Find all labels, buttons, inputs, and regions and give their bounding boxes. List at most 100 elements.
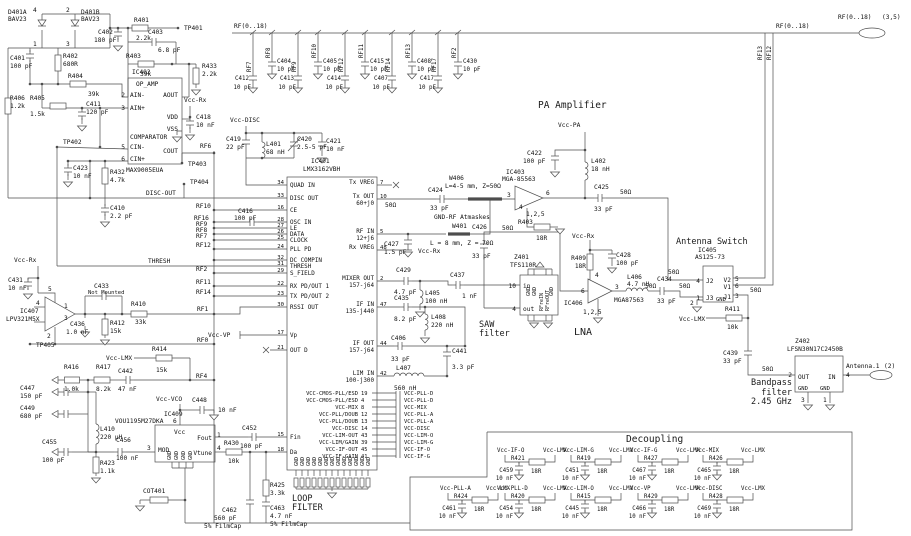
label: 50Ω [620, 189, 631, 196]
label: R412 [110, 320, 125, 327]
pin-number: 26 [277, 229, 284, 235]
label: 5 [735, 276, 739, 283]
ground-icon [184, 134, 196, 141]
label: Vcc-LMX [679, 316, 705, 323]
label: 3 [801, 397, 805, 404]
label: MAX9005EUA [126, 167, 164, 174]
loop-filter-part [353, 477, 359, 488]
label: 50Ω [668, 269, 679, 276]
resistor-symbol [528, 496, 546, 504]
loop-filter-part [335, 477, 341, 488]
vcc-net-label: Vcc-PLL-D [497, 486, 528, 492]
label: C461 [442, 506, 456, 512]
label: Vcc-Rx [14, 257, 37, 264]
label: RF2 [196, 266, 207, 273]
label: RF(0..18) [838, 14, 872, 21]
label: R428 [709, 494, 723, 500]
label: 2.2k [202, 71, 217, 78]
pin-number: 23 [277, 291, 284, 297]
junction-dot [212, 226, 216, 230]
ground-icon [316, 157, 328, 164]
pin-name: CLOCK [290, 238, 308, 244]
label: 2 [121, 92, 125, 99]
label: L = 8 mm, Z = 70Ω [430, 240, 494, 247]
pin-name: CE [290, 208, 298, 214]
vcc-net-label: Vcc-IF-O [497, 448, 525, 454]
vcc-net-label: VCC-IF-O [404, 447, 430, 453]
label: C459 [499, 468, 513, 474]
ground-icon [414, 311, 426, 318]
loop-filter-part [341, 477, 347, 488]
pin-name: GND [348, 457, 354, 466]
label: D401A [8, 9, 27, 16]
pin-name: GND [312, 457, 318, 466]
ground-icon [386, 87, 398, 94]
label: C417 [420, 76, 434, 82]
label: 1 [217, 432, 221, 439]
junction-dot [176, 26, 180, 30]
wire [668, 290, 703, 298]
label: C463 [270, 505, 285, 512]
vcc-net-label: VCC-MIX [404, 405, 427, 411]
label: 10 pF [323, 67, 341, 73]
junction-dot [248, 450, 252, 454]
label: 33 pF [430, 205, 449, 212]
label: IN [828, 374, 836, 381]
label: 5% FilmCap [204, 523, 242, 530]
label: 10 nF [694, 476, 712, 482]
junction-dot [94, 450, 98, 454]
bus-tap-slash [434, 29, 442, 36]
label: RF12 [767, 46, 773, 60]
ground-icon [90, 477, 102, 484]
ground-icon [646, 512, 658, 519]
label: 4 [696, 278, 700, 285]
pin-name: DISC OUT [290, 196, 319, 202]
label: 4 [519, 204, 523, 211]
resistor-symbol [155, 354, 173, 362]
bus-tap-slash [454, 29, 462, 36]
label: 39k [140, 71, 151, 78]
pin-impedance: 12+j6 [356, 236, 374, 242]
pin-number: 18 [277, 447, 284, 453]
bus-tap-label: RF13 [406, 44, 412, 58]
label: IC405 [698, 247, 717, 254]
junction-dot [188, 115, 192, 119]
pin-impedance: 135-j440 [346, 309, 375, 315]
label: 10k [228, 458, 239, 465]
label: 3.3k [270, 490, 285, 497]
junction-dot [180, 161, 184, 165]
ground-icon [62, 181, 74, 188]
vcc-net-label: Vcc-IF-G [630, 448, 658, 454]
junction-dot [244, 131, 248, 135]
resistor-symbol [93, 376, 111, 384]
label: 33 pF [472, 253, 491, 260]
vcc-pin-name: VCC-PLL/DOUB [319, 412, 358, 418]
junction-dot [183, 498, 187, 502]
vcc-net-label: VCC-PLL-D [404, 398, 433, 404]
label: AIN- [130, 92, 145, 99]
vcc-net-label: Vcc-LMX [741, 448, 766, 454]
pin-name: MIXER OUT [342, 276, 374, 282]
label: TFS110R [510, 262, 536, 269]
junction-dot [264, 450, 268, 454]
loop-filter-part [347, 477, 353, 488]
label: C430 [463, 59, 477, 65]
loop-title-line2: FILTER [292, 503, 323, 513]
loop-filter-part [305, 477, 311, 488]
junction-dot [588, 248, 592, 252]
label: 4 [846, 372, 850, 379]
label: CIN+ [130, 156, 145, 163]
label: L410 [100, 426, 115, 433]
pin-number: 16 [277, 205, 284, 211]
label: IC401 [311, 158, 330, 165]
no-connect-icon [392, 181, 400, 189]
pin-name: IF OUT [353, 341, 375, 347]
label: L407 [396, 365, 411, 372]
label: 10 nF [439, 514, 457, 520]
label: 4 [595, 272, 599, 279]
label: GND [798, 386, 808, 392]
pin-name: TX PD/OUT 2 [290, 294, 329, 300]
pin-name: GND [330, 457, 336, 466]
label: 100 nF [116, 455, 139, 462]
